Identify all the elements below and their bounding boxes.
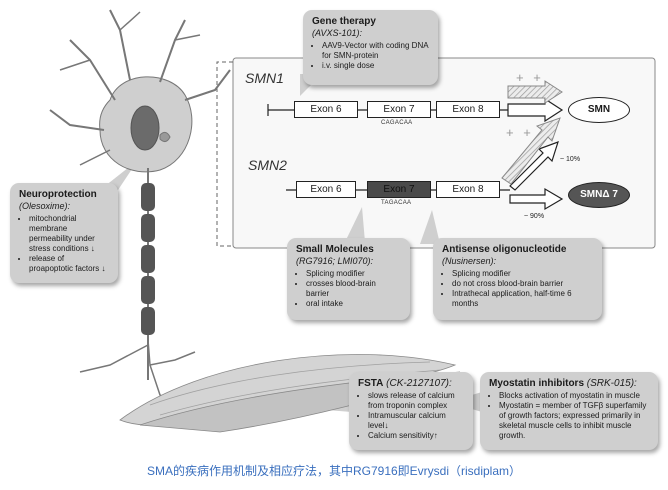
antisense-point: Splicing modifier: [452, 269, 593, 279]
figure-caption: SMA的疾病作用机制及相应疗法，其中RG7916即Evrysdi（risdipl…: [146, 464, 522, 478]
smn1-exon-8: Exon 8: [436, 101, 500, 118]
smn2-minor-arrow: [509, 141, 559, 191]
myostatin-point: Myostatin = member of TGFβ superfamily o…: [499, 401, 649, 441]
antisense-point: do not cross blood-brain barrier: [452, 279, 593, 289]
neuroprotection-callout: Neuroprotection (Olesoxime): mitochondri…: [10, 183, 118, 283]
fsta-heading: FSTA (CK-2127107):: [358, 378, 464, 390]
neuron: [49, 9, 231, 173]
small-molecules-callout: Small Molecules (RG7916; LMI070): Splici…: [287, 238, 410, 320]
smn-delta7-product: SMNΔ 7: [568, 182, 630, 208]
neuroprotection-title: Neuroprotection: [19, 189, 97, 200]
small-molecules-title: Small Molecules: [296, 244, 374, 255]
fsta-callout: FSTA (CK-2127107): slows release of calc…: [349, 372, 473, 450]
smn2-label: SMN2: [248, 157, 287, 173]
smn1-sequence: CAGACAA: [381, 120, 413, 126]
gene-therapy-drug: (AVXS-101):: [312, 28, 363, 38]
smn-product: SMN: [568, 97, 630, 123]
antisense-callout: Antisense oligonucleotide (Nusinersen): …: [433, 238, 602, 320]
smn2-exon-8: Exon 8: [436, 181, 500, 198]
smn2-therapy-arrow: [501, 117, 561, 185]
gene-therapy-callout: Gene therapy (AVXS-101): AAV9-Vector wit…: [303, 10, 438, 85]
smn2-sequence: TAGACAA: [381, 200, 412, 206]
fsta-title: FSTA: [358, 378, 384, 389]
myostatin-heading: Myostatin inhibitors (SRK-015):: [489, 378, 649, 390]
myostatin-point: Blocks activation of myostatin in muscle: [499, 391, 649, 401]
smn2-pct-delta: ~ 90%: [524, 213, 545, 220]
small-molecules-pointer: [345, 207, 365, 242]
smn1-exon-6: Exon 6: [294, 101, 358, 118]
neuroprotection-point: mitochondrial membrane permeability unde…: [29, 214, 109, 254]
myostatin-drug: (SRK-015):: [586, 378, 637, 389]
gene-therapy-point: AAV9-Vector with coding DNA for SMN-prot…: [322, 41, 429, 61]
fsta-point: Calcium sensitivity↑: [368, 431, 464, 441]
smn2-plus: + +: [506, 125, 534, 140]
smn1-therapy-arrow: [507, 80, 563, 104]
panel-bracket: [216, 61, 233, 247]
gene-therapy-point: i.v. single dose: [322, 61, 429, 71]
neuroprotection-drug: (Olesoxime):: [19, 201, 71, 211]
smn2-major-arrow: [509, 187, 564, 211]
myostatin-callout: Myostatin inhibitors (SRK-015): Blocks a…: [480, 372, 658, 450]
antisense-drug: (Nusinersen):: [442, 256, 497, 266]
gene-panel: [232, 57, 656, 249]
antisense-point: Intrathecal application, half-time 6 mon…: [452, 289, 593, 309]
neuroprotection-point: release of proapoptotic factors ↓: [29, 254, 109, 274]
smn1-plus: + +: [516, 70, 544, 85]
small-molecules-point: Splicing modifier: [306, 269, 401, 279]
small-molecules-drug: (RG7916; LMI070):: [296, 256, 374, 266]
fsta-drug: (CK-2127107):: [386, 378, 452, 389]
antisense-pointer: [420, 210, 440, 244]
small-molecules-point: crosses blood-brain barrier: [306, 279, 401, 299]
smn1-label: SMN1: [245, 70, 284, 86]
gene-therapy-title: Gene therapy: [312, 16, 376, 27]
antisense-title: Antisense oligonucleotide: [442, 244, 567, 255]
smn1-exon-7: Exon 7: [367, 101, 431, 118]
fsta-point: slows release of calcium from troponin c…: [368, 391, 464, 411]
fsta-point: Intramuscular calcium level↓: [368, 411, 464, 431]
smn2-pct-full: ~ 10%: [560, 156, 581, 163]
myostatin-title: Myostatin inhibitors: [489, 378, 584, 389]
small-molecules-point: oral intake: [306, 299, 401, 309]
smn2-exon-7: Exon 7: [367, 181, 431, 198]
smn2-exon-6: Exon 6: [296, 181, 356, 198]
axon: [79, 168, 196, 411]
